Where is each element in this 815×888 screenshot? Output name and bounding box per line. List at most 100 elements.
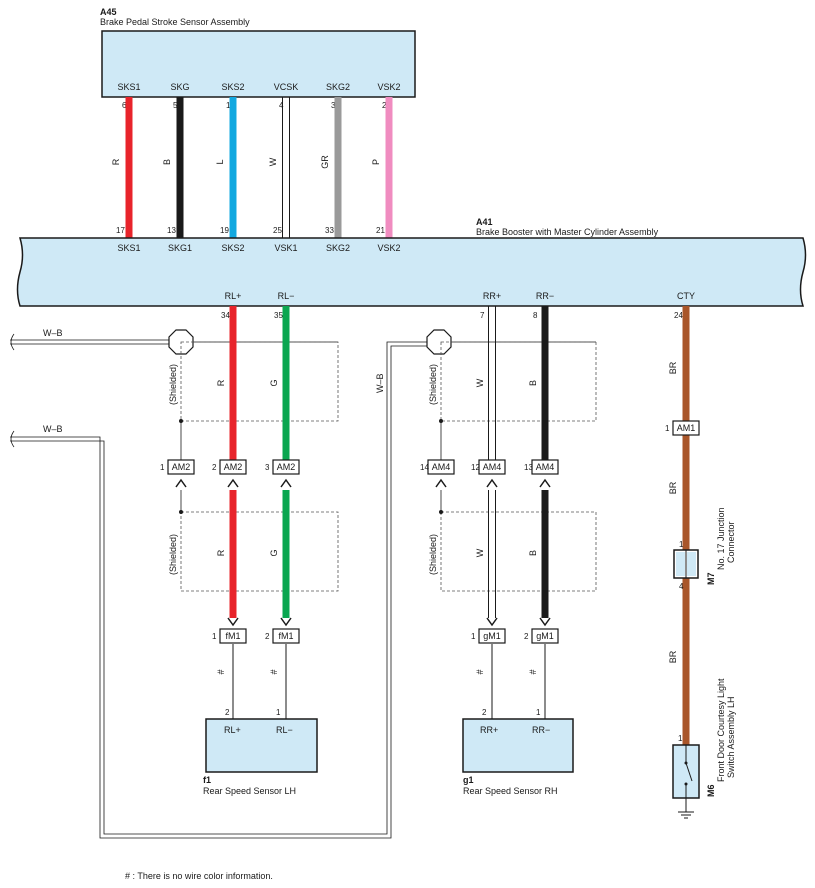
am1-label: AM1 — [677, 423, 696, 433]
connector-arrow-2 — [280, 478, 292, 488]
fm1-2-label: fM1 — [278, 631, 293, 641]
cty-color-3: BR — [668, 650, 678, 663]
a45-module — [101, 30, 416, 98]
m6-name-1: Front Door Courtesy Light — [716, 678, 726, 782]
am2-2-label: AM2 — [224, 462, 243, 472]
ground-icon — [678, 811, 694, 819]
a41-code: A41 — [476, 217, 493, 227]
ground-wires — [10, 333, 427, 839]
f1-name: Rear Speed Sensor LH — [203, 786, 296, 796]
f1-terminal-2: RL− — [276, 725, 293, 735]
m7-pin-1: 1 — [679, 540, 684, 549]
am4-2-label: AM4 — [483, 462, 502, 472]
shield-box-left-lower — [180, 511, 339, 592]
wire-color-upper-2: G — [269, 379, 279, 386]
wire-color-lower-4: B — [528, 550, 538, 556]
gm1-2-label: gM1 — [536, 631, 554, 641]
a41-top-pin-17: 17 — [116, 226, 125, 235]
a41-terminal-top-4: VSK1 — [274, 243, 297, 253]
spare-arrow-2 — [435, 478, 447, 488]
am2-3-label: AM2 — [277, 462, 296, 472]
ground-label-2: W–B — [43, 424, 63, 434]
am4-2 — [478, 459, 506, 475]
fm1-2 — [272, 628, 300, 644]
m6-pin: 1 — [678, 734, 683, 743]
cty-color-2: BR — [668, 481, 678, 494]
am4-3 — [531, 459, 559, 475]
a41-terminal-bottom-3: RR+ — [483, 291, 501, 301]
shield-label-2: (Shielded) — [168, 534, 178, 575]
a41-module — [16, 237, 807, 307]
a45-pin-1: 1 — [226, 101, 231, 110]
sensor-arrow-1 — [227, 617, 239, 627]
no-color-mark-4: # — [528, 669, 538, 674]
shield-label-1: (Shielded) — [168, 364, 178, 405]
a41-bottom-pin-24: 24 — [674, 311, 683, 320]
connector-arrow-4 — [539, 478, 551, 488]
a45-pin-3: 3 — [331, 101, 336, 110]
g1-pin-2: 1 — [536, 708, 541, 717]
fm1-1-pin: 1 — [212, 632, 217, 641]
sensor-arrow-2 — [280, 617, 292, 627]
shield-ground-right — [426, 329, 452, 355]
wire-color-upper-1: R — [216, 379, 226, 386]
sensor-arrow-3 — [486, 617, 498, 627]
no-color-mark-2: # — [269, 669, 279, 674]
no-color-mark-1: # — [216, 669, 226, 674]
shield-box-right-upper — [440, 341, 597, 422]
fm1-1 — [219, 628, 247, 644]
wire-color-lower-1: R — [216, 549, 226, 556]
gm1-1 — [478, 628, 506, 644]
a41-bottom-pin-35: 35 — [274, 311, 283, 320]
cty-color-1: BR — [668, 361, 678, 374]
a45-terminal-skg: SKG — [170, 82, 189, 92]
shield-label-3: (Shielded) — [428, 364, 438, 405]
wire-color-upper-3: W — [475, 378, 485, 387]
a41-top-pin-13: 13 — [167, 226, 176, 235]
m7-name-2: Connector — [726, 521, 736, 563]
a45-terminal-vcsk: VCSK — [274, 82, 299, 92]
m7-pin-4: 4 — [679, 582, 684, 591]
f1-terminal-1: RL+ — [224, 725, 241, 735]
a41-terminal-top-2: SKG1 — [168, 243, 192, 253]
wire-color-lower-3: W — [475, 548, 485, 557]
am2-1-label: AM2 — [172, 462, 191, 472]
am1-pin: 1 — [665, 424, 670, 433]
wire-color-lower-2: G — [269, 549, 279, 556]
a45-terminal-sks2: SKS2 — [221, 82, 244, 92]
g1-name: Rear Speed Sensor RH — [463, 786, 558, 796]
a41-terminal-top-1: SKS1 — [117, 243, 140, 253]
a41-top-pin-25: 25 — [273, 226, 282, 235]
a41-terminal-top-3: SKS2 — [221, 243, 244, 253]
a45-terminal-vsk2: VSK2 — [377, 82, 400, 92]
a41-top-pin-21: 21 — [376, 226, 385, 235]
wire-color-upper-4: B — [528, 380, 538, 386]
a45-pin-4: 4 — [279, 101, 284, 110]
a41-terminal-top-5: SKG2 — [326, 243, 350, 253]
top-wire-color-3: L — [215, 159, 225, 164]
a41-top-pin-33: 33 — [325, 226, 334, 235]
shield-box-right-lower — [440, 511, 597, 592]
m7-name-1: No. 17 Junction — [716, 507, 726, 570]
am4-1-label: AM4 — [432, 462, 451, 472]
no-color-mark-3: # — [475, 669, 485, 674]
am4-1-pin: 14 — [420, 463, 429, 472]
a41-name: Brake Booster with Master Cylinder Assem… — [476, 227, 659, 237]
cty-wire: BR BR BR AM1 1 — [665, 306, 700, 745]
m7-code: M7 — [706, 572, 716, 585]
a45-code: A45 — [100, 7, 117, 17]
f1-pin-2: 1 — [276, 708, 281, 717]
top-wire-color-4: W — [268, 157, 278, 166]
g1-terminal-1: RR+ — [480, 725, 498, 735]
g1-code: g1 — [463, 775, 474, 785]
gm1-1-label: gM1 — [483, 631, 501, 641]
am4-2-pin: 12 — [471, 463, 480, 472]
ground-label-3: W–B — [375, 373, 385, 393]
gm1-2 — [531, 628, 559, 644]
fm1-2-pin: 2 — [265, 632, 270, 641]
a41-terminal-bottom-2: RL− — [278, 291, 295, 301]
a41-bottom-pin-7: 7 — [480, 311, 485, 320]
ground-label-1: W–B — [43, 328, 63, 338]
connector-arrow-3 — [486, 478, 498, 488]
